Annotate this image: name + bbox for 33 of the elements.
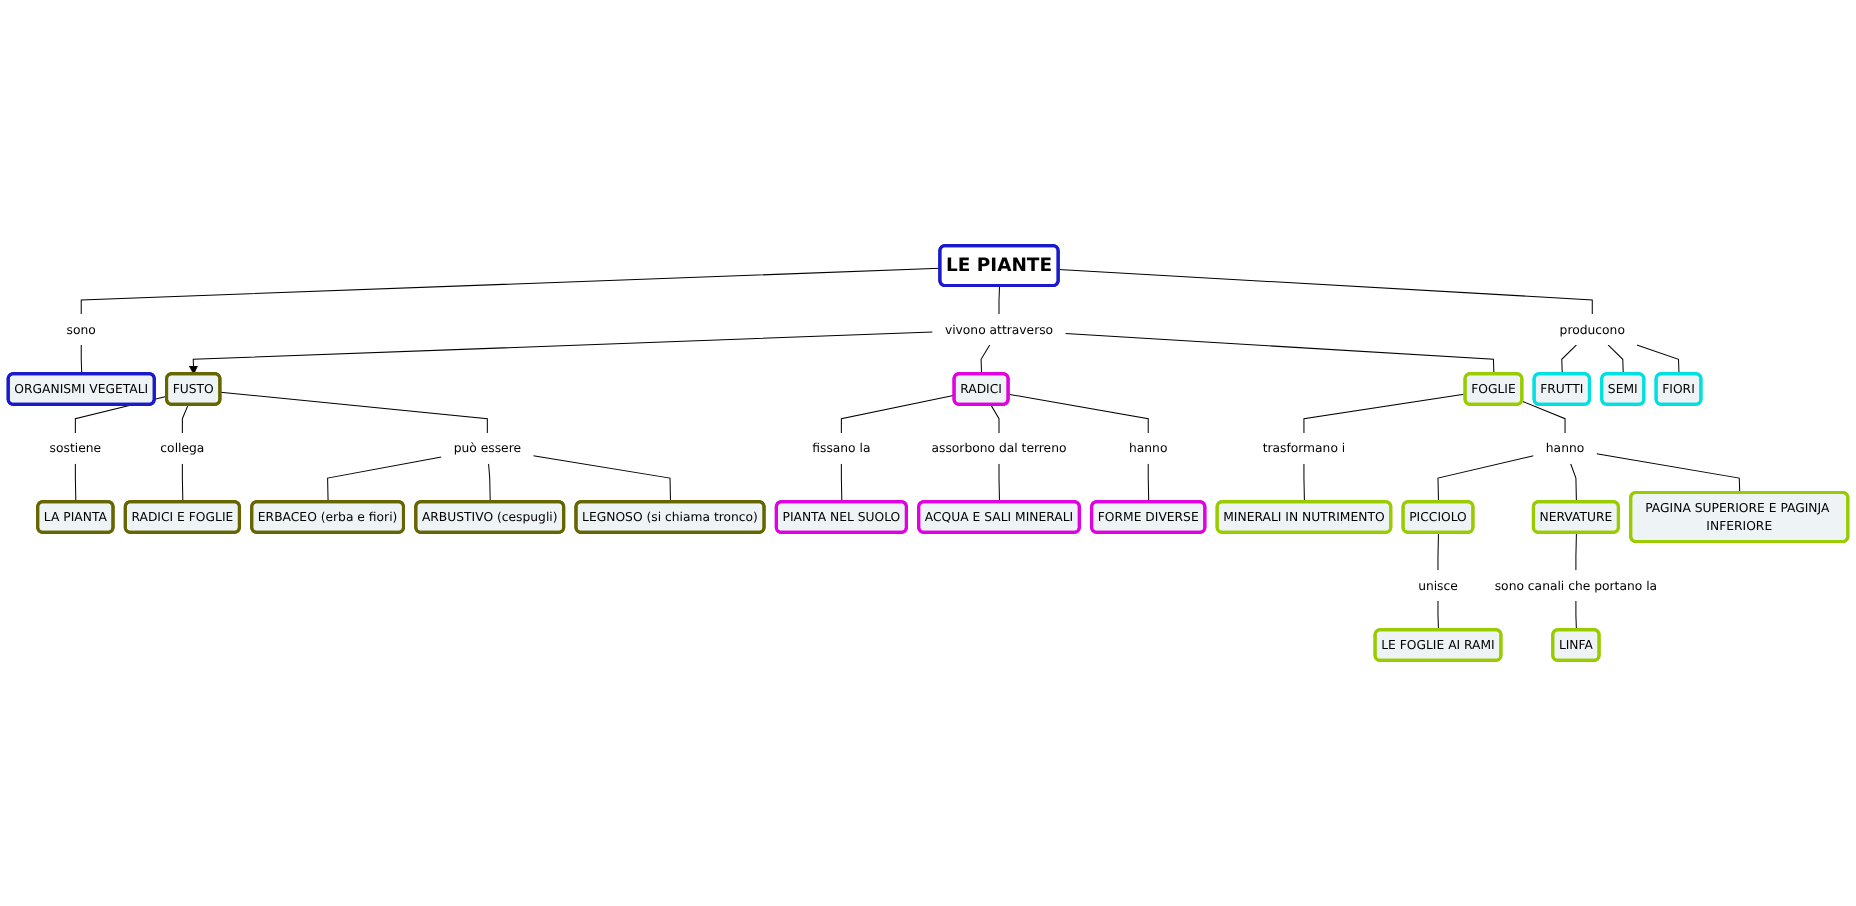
connector [80,267,941,315]
connector [1575,532,1577,571]
connector [74,463,77,503]
connector [532,455,672,503]
connector [840,394,956,434]
connector [1303,393,1467,434]
connector [998,463,1001,503]
connector [1437,455,1535,503]
connector [1575,600,1577,631]
connector [1147,463,1150,503]
connector [1636,344,1680,375]
connector [1596,453,1741,494]
connector [80,344,83,375]
connector [181,404,189,434]
connector [1437,532,1439,571]
connector [181,463,184,503]
connector [1607,344,1624,375]
connector [488,463,491,503]
arrow [188,331,934,375]
connector [1058,269,1593,315]
connector [219,391,488,434]
connector [990,404,1000,434]
connector [1437,600,1439,631]
connector [1064,333,1495,375]
connector [980,344,991,375]
connector [1521,400,1566,434]
connector [1008,393,1149,434]
connector [1561,344,1577,375]
connector [327,456,442,503]
connector [1570,463,1577,503]
connector [998,285,1001,315]
connector [1303,463,1305,503]
connector [840,463,843,503]
